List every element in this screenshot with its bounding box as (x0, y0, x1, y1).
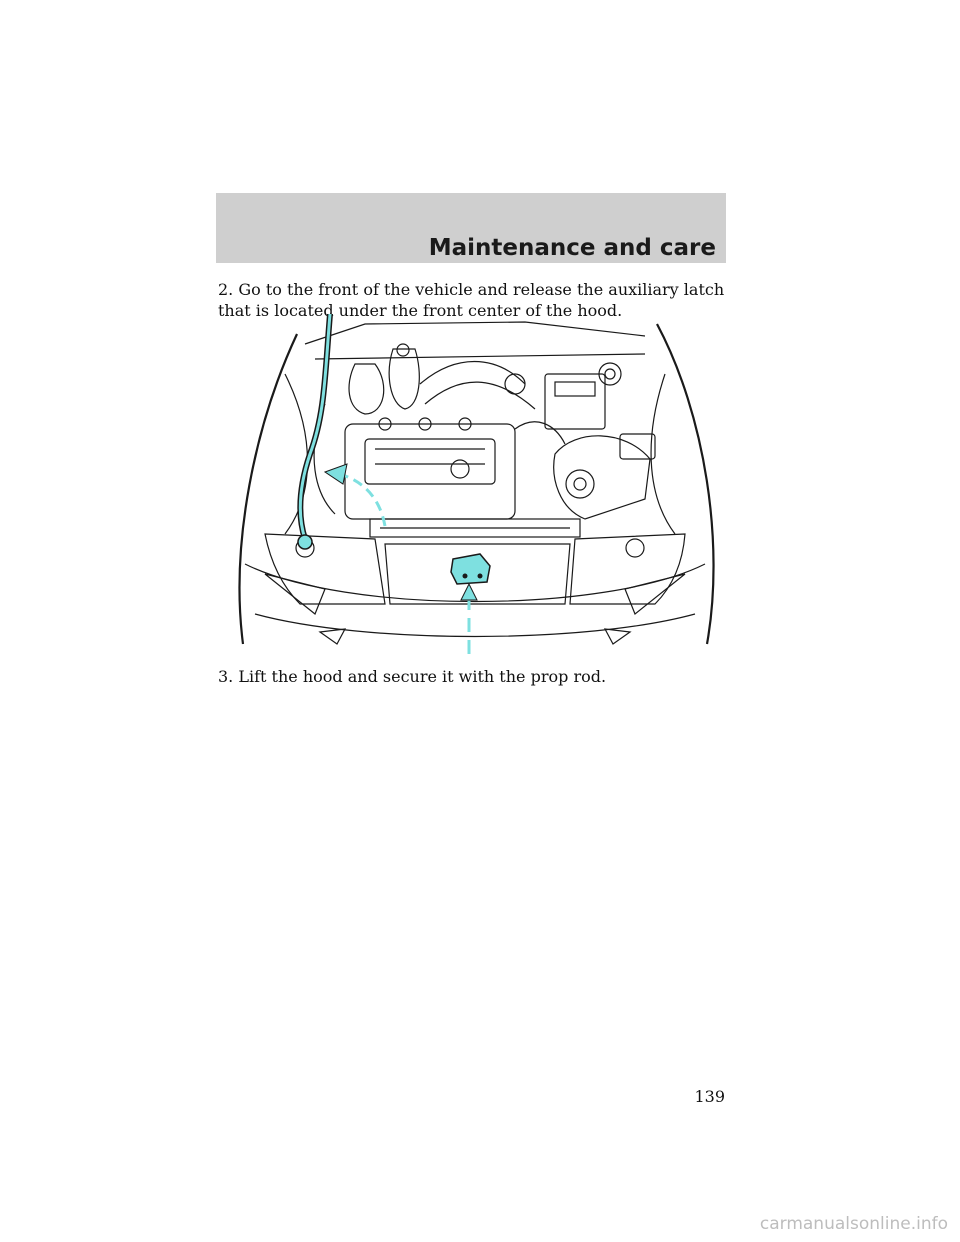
section-header-band: Maintenance and care (216, 193, 726, 263)
page-number: 139 (694, 1087, 725, 1106)
engine-compartment-illustration (225, 311, 725, 654)
watermark-text: carmanualsonline.info (759, 1214, 948, 1234)
step-2-text: 2. Go to the front of the vehicle and re… (218, 280, 725, 320)
step-3-text: 3. Lift the hood and secure it with the … (218, 667, 607, 686)
section-title: Maintenance and care (428, 235, 716, 261)
